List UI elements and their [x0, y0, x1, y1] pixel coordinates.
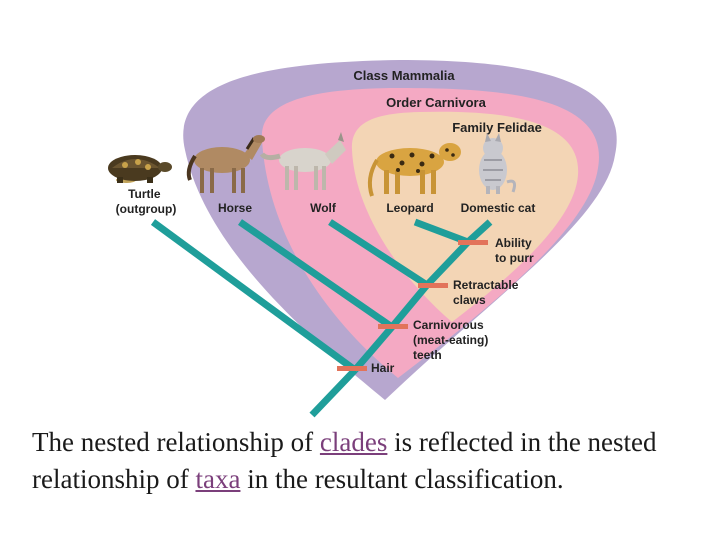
trait-marker-purr — [458, 240, 488, 245]
horse-illustration — [186, 135, 265, 193]
family-felidae-label: Family Felidae — [452, 120, 542, 135]
trait-marker-claws — [418, 283, 448, 288]
taxon-label-turtle: Turtle (outgroup) — [116, 187, 177, 216]
turtle-illustration — [108, 155, 172, 183]
taxon-label-cat: Domestic cat — [461, 201, 536, 215]
trait-marker-carnivorous — [378, 324, 408, 329]
branch-turtle — [150, 219, 358, 373]
branch-leopard — [413, 218, 470, 246]
branch-felids — [424, 239, 471, 288]
domestic-cat-illustration — [479, 133, 516, 194]
branch-horse — [238, 219, 394, 330]
taxon-label-horse: Horse — [218, 201, 252, 215]
taxon-label-leopard: Leopard — [386, 201, 433, 215]
order-carnivora-label: Order Carnivora — [386, 95, 486, 110]
cladogram-diagram: Class Mammalia Order Carnivora Family Fe… — [108, 60, 617, 418]
branch-carnivores — [389, 282, 430, 330]
wolf-illustration — [259, 132, 346, 190]
class-mammalia-label: Class Mammalia — [353, 68, 455, 83]
caption-term-taxa[interactable]: taxa — [195, 464, 241, 494]
cladogram-branches — [150, 218, 493, 418]
caption-text: The nested relationship of clades is ref… — [32, 424, 702, 498]
caption-part-3: in the resultant classification. — [240, 464, 564, 494]
trait-label-hair: Hair — [371, 361, 395, 375]
branch-root — [309, 367, 358, 418]
branch-cat — [465, 219, 493, 245]
taxon-label-wolf: Wolf — [310, 201, 337, 215]
trait-marker-hair — [337, 366, 367, 371]
trait-label-purr: Ability to purr — [495, 236, 535, 265]
branch-wolf — [328, 219, 429, 288]
trait-markers — [337, 240, 488, 371]
trait-label-claws: Retractable claws — [453, 278, 522, 307]
caption-part-1: The nested relationship of — [32, 427, 320, 457]
caption-term-clades[interactable]: clades — [319, 427, 388, 457]
branch-mammals — [352, 324, 395, 373]
caption-part-2: is reflected in the nested relationship … — [32, 427, 657, 494]
trait-label-carnivorous: Carnivorous (meat-eating) teeth — [413, 318, 492, 362]
leopard-illustration — [367, 143, 461, 197]
